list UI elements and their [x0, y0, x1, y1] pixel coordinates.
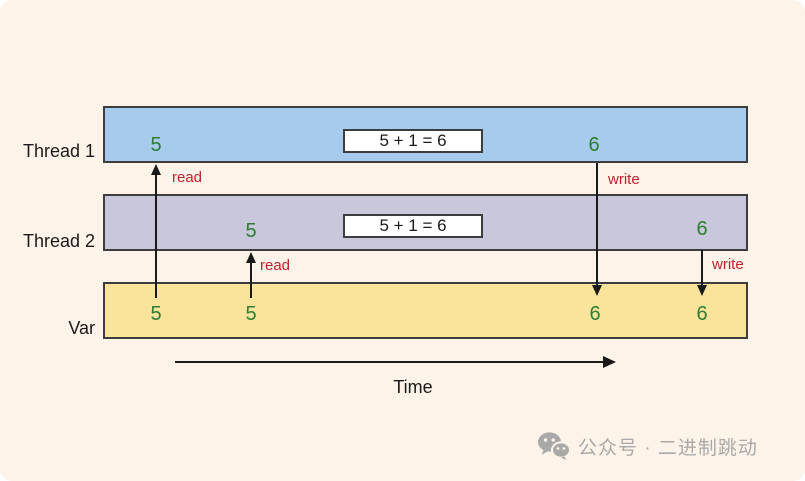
thread1-read-arrow-line: [155, 172, 157, 298]
thread1-write-arrow-line: [596, 163, 598, 287]
time-axis-arrowhead-icon: [603, 356, 616, 368]
thread1-read-arrowhead-icon: [151, 164, 161, 175]
thread2-label: Thread 2: [22, 231, 95, 251]
time-axis-line: [175, 361, 605, 363]
thread2-write-label: write: [712, 256, 744, 273]
var-value-4: 6: [696, 303, 708, 325]
var-value-1: 5: [150, 303, 162, 325]
thread2-read-arrowhead-icon: [246, 252, 256, 263]
thread2-write-arrow-line: [701, 250, 703, 287]
thread2-write-arrowhead-icon: [697, 285, 707, 296]
var-value-3: 6: [589, 303, 601, 325]
thread1-operation-box: 5 + 1 = 6: [343, 129, 483, 153]
thread2-read-label: read: [260, 257, 291, 274]
watermark: 公众号 · 二进制跳动: [537, 431, 758, 461]
thread1-value-right: 6: [588, 134, 600, 156]
thread2-value-right: 6: [696, 218, 708, 240]
thread2-read-arrow-line: [250, 260, 252, 298]
wechat-icon: [537, 431, 571, 461]
thread2-operation-box: 5 + 1 = 6: [343, 214, 483, 238]
thread2-value-left: 5: [245, 220, 257, 242]
thread1-read-label: read: [172, 169, 203, 186]
thread1-write-label: write: [608, 171, 640, 188]
watermark-text: 公众号 · 二进制跳动: [578, 437, 758, 459]
thread1-value-left: 5: [150, 134, 162, 156]
time-axis-label: Time: [393, 377, 433, 397]
thread1-write-arrowhead-icon: [592, 285, 602, 296]
thread1-label: Thread 1: [22, 141, 95, 161]
var-value-2: 5: [245, 303, 257, 325]
var-bar: [103, 282, 748, 339]
var-label: Var: [68, 318, 95, 338]
